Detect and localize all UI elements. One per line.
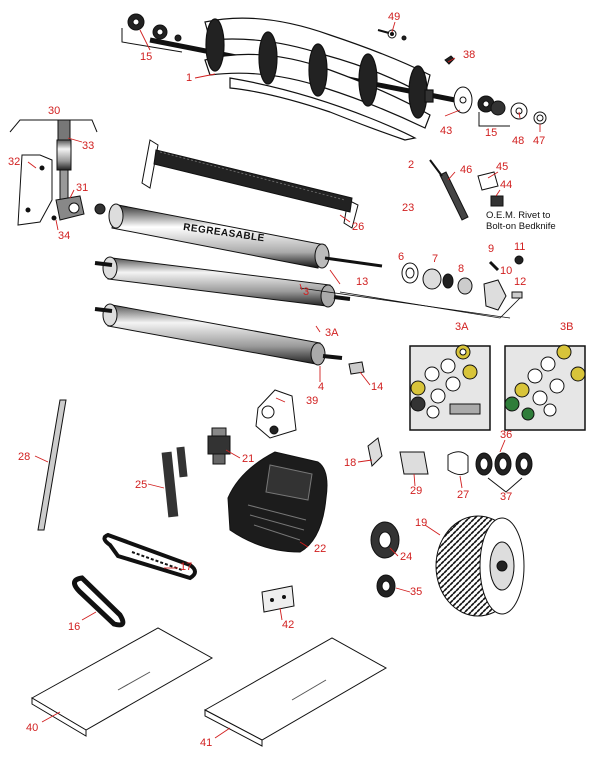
regreasable-roller <box>94 203 383 269</box>
roller-3a <box>94 303 343 366</box>
front-bar <box>141 139 359 229</box>
callout-3: 3 <box>303 286 310 298</box>
callout-43: 43 <box>440 125 453 137</box>
callout-13: 13 <box>356 276 369 288</box>
drive-belt <box>102 532 197 581</box>
callout-37: 37 <box>500 491 513 503</box>
gearbox <box>255 389 297 439</box>
callout-28: 28 <box>18 451 31 463</box>
panel-40 <box>30 627 214 737</box>
height-adjuster <box>9 119 98 226</box>
hub-parts <box>367 437 533 493</box>
callout-box-3a: 3A <box>455 321 469 333</box>
panel-41 <box>203 637 388 747</box>
callout-33: 33 <box>82 140 95 152</box>
callout-19: 19 <box>415 517 428 529</box>
callout-14: 14 <box>371 381 384 393</box>
callout-11: 11 <box>514 241 526 253</box>
callout-9: 9 <box>488 243 495 255</box>
callout-23: 23 <box>402 202 415 214</box>
callout-35: 35 <box>410 586 423 598</box>
callout-8: 8 <box>458 263 465 275</box>
chain-links <box>161 446 188 518</box>
callout-46: 46 <box>460 164 473 176</box>
callout-30: 30 <box>48 105 61 117</box>
callout-16: 16 <box>68 621 81 633</box>
callout-1: 1 <box>186 72 193 84</box>
callout-12: 12 <box>514 276 527 288</box>
fitting <box>207 427 231 465</box>
leader-lines <box>27 21 541 739</box>
callout-42: 42 <box>282 619 295 631</box>
callout-32: 32 <box>8 156 21 168</box>
callout-27: 27 <box>457 489 470 501</box>
callout-40: 40 <box>26 722 39 734</box>
reel <box>149 17 456 141</box>
callout-box-3b: 3B <box>560 321 574 333</box>
callout-29: 29 <box>410 485 423 497</box>
callout-48: 48 <box>512 135 525 147</box>
washer-kit-3a <box>409 344 491 431</box>
oem-rivet-note: O.E.M. Rivet to Bolt-on Bedknife <box>486 210 556 232</box>
callout-15-right: 15 <box>485 127 498 139</box>
oem-note-line-2: Bolt-on Bedknife <box>486 221 556 232</box>
callout-10: 10 <box>500 265 513 277</box>
callout-38: 38 <box>463 49 476 61</box>
washer-kit-3b <box>504 344 586 431</box>
callout-15-left: 15 <box>140 51 153 63</box>
callout-49: 49 <box>388 11 401 23</box>
wheel-hub <box>370 521 400 598</box>
callout-22: 22 <box>314 543 327 555</box>
callout-39: 39 <box>306 395 319 407</box>
callout-41: 41 <box>200 737 213 749</box>
shaft <box>37 399 67 531</box>
callout-44: 44 <box>500 179 513 191</box>
seat <box>227 451 328 553</box>
oem-note-line-1: O.E.M. Rivet to <box>486 210 551 221</box>
callout-26: 26 <box>352 221 365 233</box>
callout-47: 47 <box>533 135 546 147</box>
wheel <box>435 515 525 617</box>
callout-7: 7 <box>432 253 439 265</box>
callout-34: 34 <box>58 230 71 242</box>
callout-25: 25 <box>135 479 148 491</box>
callout-2: 2 <box>408 159 415 171</box>
callout-17: 17 <box>180 561 193 573</box>
callout-31: 31 <box>76 182 89 194</box>
callout-3a: 3A <box>325 327 339 339</box>
callout-6: 6 <box>398 251 405 263</box>
reel-nuts-left <box>121 13 183 53</box>
knife-blade <box>261 585 295 613</box>
bushing <box>348 361 365 375</box>
callout-4: 4 <box>318 381 325 393</box>
bedknife-parts <box>429 159 504 221</box>
bearing-parts <box>299 255 524 319</box>
roller-3 <box>94 256 351 308</box>
callout-45: 45 <box>496 161 509 173</box>
v-belt <box>72 575 126 628</box>
callout-18: 18 <box>344 457 357 469</box>
callout-36: 36 <box>500 429 513 441</box>
callout-21: 21 <box>242 453 255 465</box>
callout-24: 24 <box>400 551 413 563</box>
